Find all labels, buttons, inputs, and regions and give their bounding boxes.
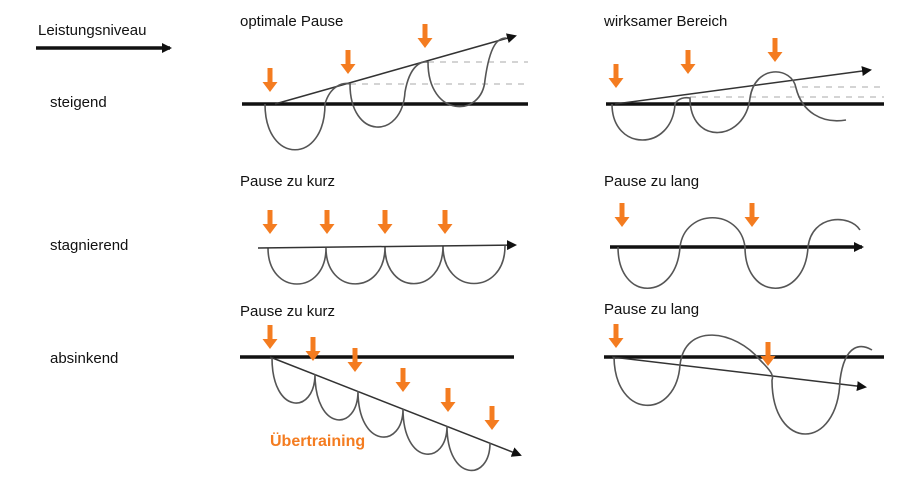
performance-curve <box>271 357 491 472</box>
pause-arrow-icon <box>395 368 411 392</box>
panel-declining-long: Pause zu lang <box>604 301 884 435</box>
pause-arrow-icon <box>760 342 776 366</box>
axis-label: Leistungsniveau <box>38 22 146 39</box>
pause-arrow-icon <box>437 210 453 234</box>
panel-title: Pause zu lang <box>604 173 699 190</box>
pause-arrow-icon <box>305 337 321 361</box>
panel-optimal-pause: optimale Pause <box>240 13 528 151</box>
pause-arrow-icon <box>440 388 456 412</box>
trend-arrow <box>611 356 867 392</box>
overtraining-label: Übertraining <box>270 431 365 450</box>
pause-arrow-icon <box>262 68 278 92</box>
panel-title: wirksamer Bereich <box>603 13 727 30</box>
pause-arrow-icon <box>262 325 278 349</box>
pause-arrow-icon <box>377 210 393 234</box>
row-label-stagnating: stagnierend <box>50 237 128 254</box>
pause-arrow-icon <box>319 210 335 234</box>
pause-arrow-icon <box>608 64 624 88</box>
performance-curve <box>264 37 507 151</box>
trend-arrow <box>269 356 522 457</box>
pause-arrow-icon <box>417 24 433 48</box>
panel-title: Pause zu kurz <box>240 173 335 190</box>
pause-arrow-icon <box>347 348 363 372</box>
performance-curve <box>611 71 847 141</box>
pause-arrow-icon <box>744 203 760 227</box>
panel-title: Pause zu kurz <box>240 303 335 320</box>
panel-effective-range: wirksamer Bereich <box>603 13 884 141</box>
panel-stagnating-short: Pause zu kurz <box>240 173 517 285</box>
performance-curve <box>617 216 861 290</box>
pause-markers <box>262 24 783 430</box>
row-label-declining: absinkend <box>50 350 118 367</box>
trend-arrow <box>257 240 517 251</box>
pause-arrow-icon <box>614 203 630 227</box>
pause-arrow-icon <box>767 38 783 62</box>
performance-curve <box>267 245 506 285</box>
trend-arrow <box>614 66 872 105</box>
pause-arrow-icon <box>680 50 696 74</box>
trend-arrow <box>274 33 517 105</box>
panel-declining-short: Pause zu kurz Übertraining <box>240 303 522 472</box>
performance-curve <box>613 334 873 435</box>
pause-arrow-icon <box>484 406 500 430</box>
pause-arrow-icon <box>262 210 278 234</box>
pause-arrow-icon <box>340 50 356 74</box>
panel-title: Pause zu lang <box>604 301 699 318</box>
panel-title: optimale Pause <box>240 13 343 30</box>
pause-arrow-icon <box>608 324 624 348</box>
row-label-rising: steigend <box>50 94 107 111</box>
panel-stagnating-long: Pause zu lang <box>604 173 864 290</box>
